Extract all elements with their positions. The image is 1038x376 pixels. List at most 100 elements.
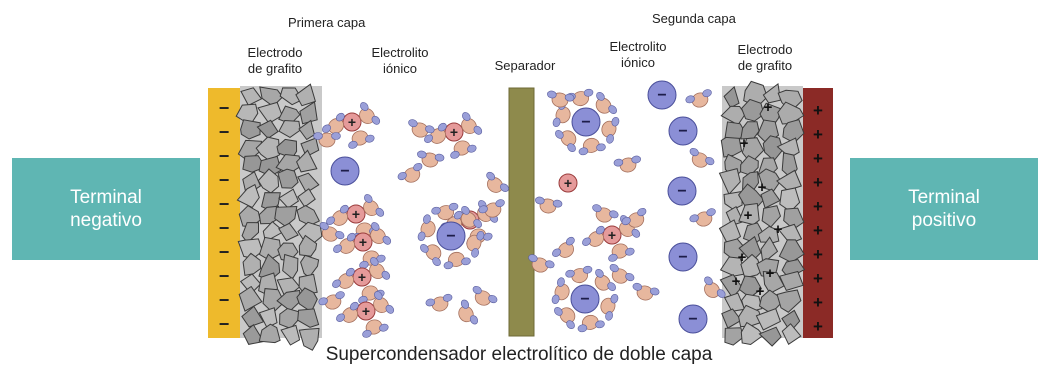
- left-graphite-shard: [242, 252, 262, 276]
- left-graphite-shard: [236, 183, 260, 209]
- minus-sign: −: [219, 314, 230, 334]
- solvent-molecule: [369, 257, 391, 280]
- solvent-molecule: [466, 230, 485, 258]
- solvent-molecule: [565, 265, 593, 284]
- solvent-molecule: [362, 319, 389, 338]
- left-graphite-shard: [296, 149, 318, 173]
- right-graphite-shard: [719, 256, 746, 277]
- cation: +: [602, 225, 622, 245]
- left-graphite-shard: [242, 324, 265, 345]
- left-graphite-shard: [278, 222, 299, 242]
- solvent-molecule: [704, 276, 726, 298]
- plus-sign: +: [813, 125, 823, 144]
- right-graphite-shard: [723, 292, 746, 312]
- cation: +: [356, 301, 376, 321]
- solvent-molecule: [431, 202, 459, 221]
- right-electrode-label-line1: Electrodo: [737, 42, 793, 57]
- minus-sign: −: [219, 242, 230, 262]
- minus-sign: −: [219, 194, 230, 214]
- solvent-molecule: [397, 162, 423, 183]
- solvent-molecule: [408, 119, 435, 138]
- minus-sign: −: [219, 170, 230, 190]
- right-graphite-shard: [720, 105, 746, 126]
- anion: −: [570, 284, 600, 314]
- left-electrode-label: Electrodo de grafito: [240, 45, 310, 77]
- right-graphite-shard: [718, 167, 741, 196]
- right-graphite-shard: [778, 270, 804, 292]
- right-graphite-shard: [740, 253, 762, 279]
- solvent-molecule: [472, 285, 498, 306]
- svg-text:+: +: [352, 206, 360, 222]
- separator: [508, 87, 535, 337]
- left-graphite-shard: [297, 172, 320, 194]
- solvent-molecule: [613, 155, 641, 173]
- left-graphite-shard: [298, 119, 315, 141]
- cation: +: [352, 267, 372, 287]
- right-graphite-shard: [781, 323, 802, 346]
- electrode-plus-sign: +: [740, 135, 749, 152]
- positive-terminal-line2: positivo: [911, 210, 977, 231]
- anion: −: [668, 116, 698, 146]
- right-graphite-shard: [724, 327, 744, 346]
- plus-sign: +: [813, 173, 823, 192]
- left-graphite-shard: [298, 327, 320, 351]
- diagram-caption: Supercondensador electrolítico de doble …: [325, 344, 713, 365]
- minus-sign: −: [219, 218, 230, 238]
- solvent-molecule: [322, 112, 345, 134]
- solvent-molecule: [313, 132, 341, 148]
- left-graphite-shard: [276, 289, 301, 312]
- electrolyte-ions: +++++++++−−−−−−−−−: [313, 80, 726, 338]
- plus-sign: +: [813, 101, 823, 120]
- negative-terminal-line1: Terminal: [70, 187, 142, 208]
- electrode-plus-sign: +: [732, 273, 741, 290]
- svg-text:+: +: [359, 234, 367, 250]
- plus-sign: +: [813, 317, 823, 336]
- solvent-molecule: [608, 243, 635, 262]
- svg-text:−: −: [677, 183, 686, 200]
- solvent-molecule: [685, 89, 712, 108]
- second-layer-label: Segunda capa: [652, 11, 736, 26]
- solvent-molecule: [621, 207, 647, 228]
- right-graphite-shard: [740, 321, 765, 346]
- solvent-molecule: [577, 314, 605, 333]
- svg-text:−: −: [688, 311, 697, 328]
- left-graphite-shard: [238, 285, 263, 312]
- solvent-molecule: [601, 116, 620, 144]
- solvent-molecule: [373, 291, 395, 314]
- left-graphite-shard: [297, 308, 320, 328]
- solvent-molecule: [600, 293, 619, 321]
- right-graphite-shard: [755, 307, 782, 331]
- negative-terminal-line2: negativo: [70, 210, 142, 231]
- anion: −: [330, 156, 360, 186]
- svg-text:−: −: [657, 87, 666, 104]
- anion: −: [678, 304, 708, 334]
- left-electrode-label-line2: de grafito: [247, 61, 303, 76]
- solvent-molecule: [359, 102, 381, 125]
- cation: +: [346, 204, 366, 224]
- anion: −: [571, 107, 601, 137]
- anion: −: [667, 176, 697, 206]
- right-graphite-shard: [776, 289, 802, 313]
- solvent-molecule: [425, 293, 453, 312]
- plus-sign: +: [813, 293, 823, 312]
- positive-current-collector: [803, 88, 833, 338]
- right-graphite-shard: [758, 326, 782, 347]
- solvent-molecule: [554, 307, 576, 330]
- left-graphite-shard: [278, 188, 300, 209]
- anion: −: [647, 80, 677, 110]
- negative-current-collector: [208, 88, 240, 338]
- solvent-molecule: [326, 204, 349, 226]
- collector-signs: −+−+−+−+−+−+−+−+−+−++++++++++: [219, 98, 823, 336]
- svg-text:+: +: [608, 227, 616, 243]
- plus-sign: +: [813, 197, 823, 216]
- plus-sign: +: [813, 269, 823, 288]
- svg-text:−: −: [580, 291, 589, 308]
- minus-sign: −: [219, 266, 230, 286]
- solvent-molecule: [450, 140, 477, 159]
- electrode-plus-sign: +: [758, 179, 767, 196]
- cation: +: [558, 173, 578, 193]
- positive-terminal-line1: Terminal: [908, 187, 980, 208]
- positive-terminal: Terminal positivo: [850, 158, 1038, 260]
- solvent-molecule: [609, 263, 635, 284]
- solvent-molecule: [424, 122, 447, 144]
